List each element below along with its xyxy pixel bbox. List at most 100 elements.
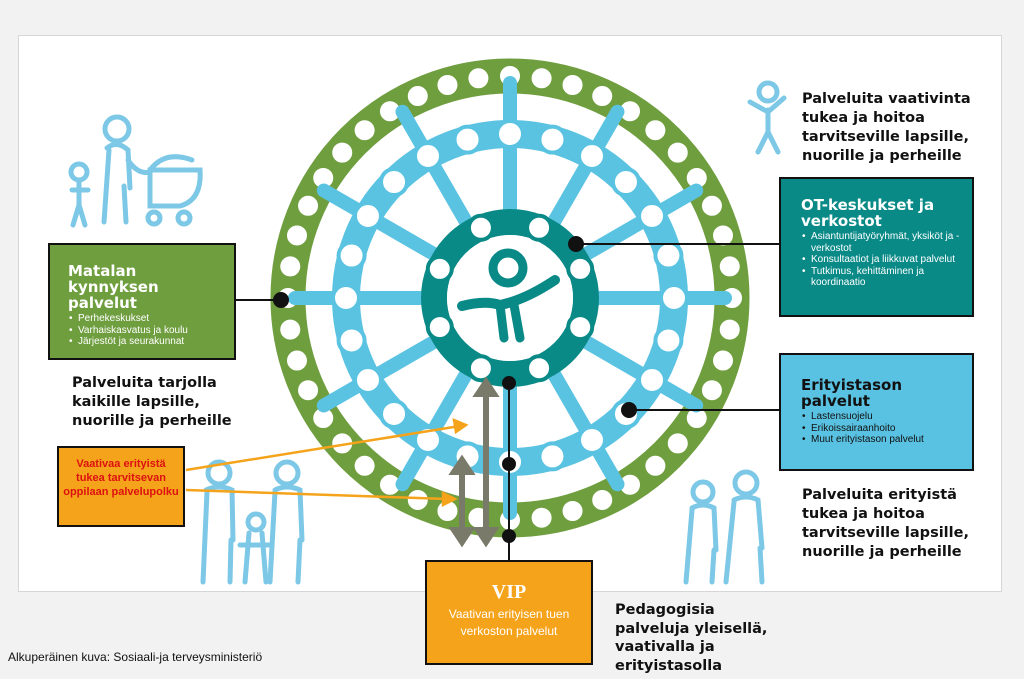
matalan-kynnyksen-box: Matalan kynnyksen palvelut Perhekeskukse…: [48, 243, 236, 360]
ring-bead: [352, 365, 383, 395]
bottom-right-caption: Palveluita erityistä tukea ja hoitoa tar…: [802, 487, 969, 560]
ring-bead: [558, 70, 587, 99]
ring-bead: [466, 213, 495, 242]
vip-box: VIP Vaativan erityisen tuen verkoston pa…: [425, 560, 593, 665]
ring-spoke: [316, 331, 448, 413]
ring-bead: [637, 365, 668, 395]
pedagogic-caption: Pedagogisia palveluja yleisellä, vaativa…: [615, 602, 768, 674]
ring-bead: [379, 167, 410, 198]
ring-bead: [276, 252, 305, 281]
ring-bead: [577, 140, 607, 171]
ring-bead: [709, 221, 738, 250]
ring-spoke: [543, 360, 625, 492]
vip-subtitle: Vaativan erityisen tuen verkoston palvel…: [448, 607, 570, 638]
ring-bead: [379, 398, 410, 429]
list-item: Varhaiskasvatus ja koulu: [69, 325, 226, 337]
ot-keskukset-box: OT-keskukset ja verkostot Asiantuntijaty…: [779, 177, 974, 317]
list-item: Konsultaatiot ja liikkuvat palvelut: [802, 254, 964, 266]
ring-bead: [653, 240, 684, 271]
ring-bead: [537, 441, 568, 472]
ring-bead: [577, 425, 607, 456]
ring-bead: [413, 425, 443, 456]
ring-bead: [276, 315, 305, 344]
top-right-caption: Palveluita vaativinta tukea ja hoitoa ta…: [802, 91, 971, 164]
ring-bead: [525, 213, 554, 242]
ring-bead: [525, 354, 554, 383]
ring-bead: [588, 82, 617, 111]
ring-spoke: [572, 331, 704, 413]
center-child-icon: [457, 248, 560, 343]
ring-bead: [495, 119, 525, 149]
ring-bead: [425, 254, 454, 283]
ring-bead: [433, 70, 462, 99]
ring-bead: [336, 240, 367, 271]
palvelupolku-box: Vaativaa erityistä tukea tarvitsevan opp…: [57, 446, 185, 527]
list-item: Lastensuojelu: [802, 411, 964, 423]
ring-bead: [403, 82, 432, 111]
list-item: Tutkimus, kehittäminen ja koordinaatio: [802, 266, 964, 289]
ring-bead: [715, 315, 744, 344]
ring-bead: [413, 140, 443, 171]
list-item: Järjestöt ja seurakunnat: [69, 336, 226, 348]
ring-bead: [294, 376, 323, 405]
raised-arms-child-icon: [747, 80, 787, 155]
ring-bead: [336, 325, 367, 356]
ring-bead: [294, 191, 323, 220]
ring-bead: [558, 497, 587, 526]
ring-bead: [659, 283, 689, 313]
ring-bead: [331, 283, 361, 313]
ring-bead: [637, 201, 668, 231]
connector-lines: [236, 236, 779, 560]
left-caption: Palveluita tarjolla kaikille lapsille, n…: [72, 375, 232, 429]
ring-bead: [282, 346, 311, 375]
ring-bead: [352, 201, 383, 231]
ring-bead: [715, 252, 744, 281]
orange-arrows: [185, 417, 469, 508]
matalan-kynnyksen-title: Matalan kynnyksen palvelut: [68, 262, 159, 312]
path-arrows: [448, 376, 500, 548]
erityistason-box: Erityistason palvelut Lastensuojelu Erik…: [779, 353, 974, 471]
ring-spoke: [316, 183, 448, 265]
ring-bead: [527, 503, 556, 532]
family-icon: [200, 459, 305, 585]
ring-bead: [527, 64, 556, 93]
ring-bead: [403, 485, 432, 514]
ring-bead: [425, 313, 454, 342]
ring-spoke: [395, 104, 477, 236]
inner-teal-ring: [421, 209, 599, 387]
ring-bead: [663, 429, 692, 458]
ring-spoke: [395, 360, 477, 492]
inner-ring-beads: [425, 213, 595, 383]
ring-bead: [350, 116, 379, 145]
ring-bead: [350, 451, 379, 480]
adult-pair-icon: [683, 469, 765, 585]
list-item: Muut erityistason palvelut: [802, 434, 964, 446]
ring-bead: [697, 191, 726, 220]
image-credit: Alkuperäinen kuva: Sosiaali-ja terveysmi…: [8, 650, 263, 664]
ring-bead: [328, 138, 357, 167]
list-item: Asiantuntijatyöryhmät, yksiköt ja -verko…: [802, 231, 964, 254]
ring-bead: [466, 354, 495, 383]
ring-bead: [653, 325, 684, 356]
ring-bead: [282, 221, 311, 250]
list-item: Erikoissairaanhoito: [802, 423, 964, 435]
ring-bead: [641, 116, 670, 145]
ring-bead: [452, 124, 483, 155]
ring-bead: [464, 64, 493, 93]
ring-bead: [566, 254, 595, 283]
ring-bead: [566, 313, 595, 342]
ring-bead: [663, 138, 692, 167]
vip-title: VIP: [491, 581, 527, 603]
ring-bead: [610, 167, 641, 198]
ring-bead: [588, 485, 617, 514]
ring-bead: [537, 124, 568, 155]
ring-bead: [709, 346, 738, 375]
ring-bead: [697, 376, 726, 405]
ring-bead: [641, 451, 670, 480]
adult-with-child-and-stroller-icon: [68, 114, 203, 228]
list-item: Perhekeskukset: [69, 313, 226, 325]
ot-keskukset-title: OT-keskukset ja verkostot: [801, 196, 935, 230]
erityistason-title: Erityistason palvelut: [801, 376, 903, 410]
ring-spoke: [572, 183, 704, 265]
